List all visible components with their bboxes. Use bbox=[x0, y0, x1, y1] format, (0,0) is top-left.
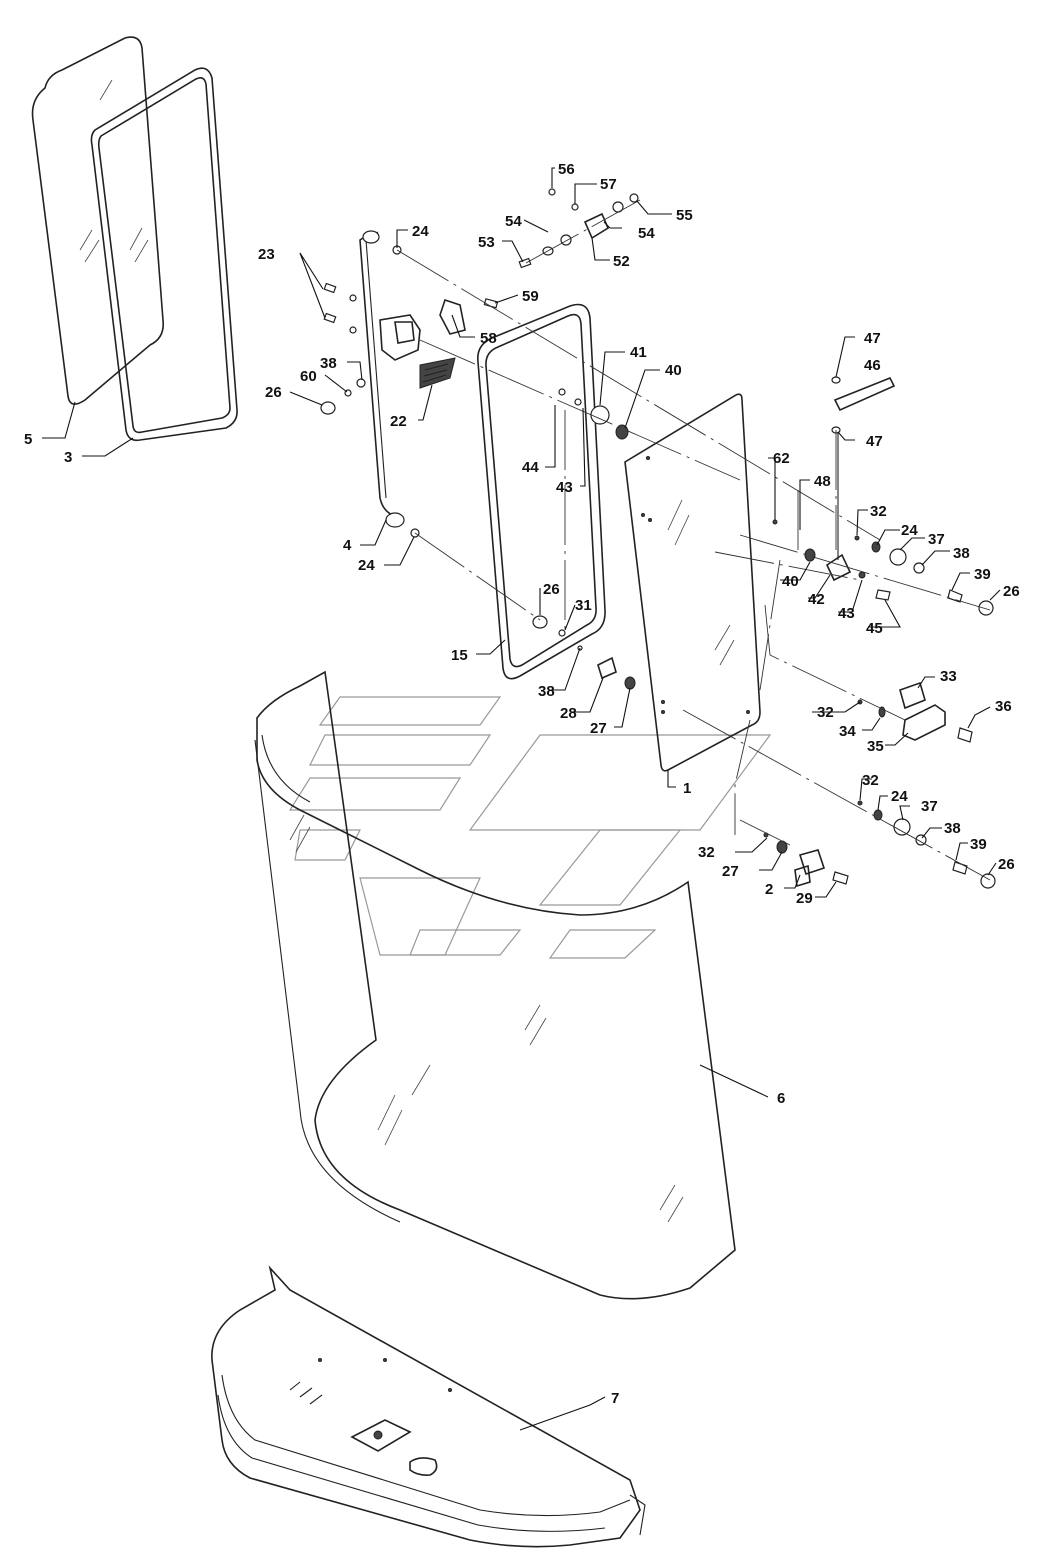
label-62: 62 bbox=[773, 450, 790, 467]
label-55: 55 bbox=[676, 207, 693, 224]
label-42: 42 bbox=[808, 591, 825, 608]
hinge-lower-hardware bbox=[597, 656, 849, 888]
label-38b: 38 bbox=[953, 545, 970, 562]
label-38d: 38 bbox=[944, 820, 961, 837]
label-40a: 40 bbox=[665, 362, 682, 379]
label-43a: 43 bbox=[556, 479, 573, 496]
label-26c: 26 bbox=[543, 581, 560, 598]
label-47a: 47 bbox=[864, 330, 881, 347]
label-37b: 37 bbox=[921, 798, 938, 815]
label-38c: 38 bbox=[538, 683, 555, 700]
label-41: 41 bbox=[630, 344, 647, 361]
label-22: 22 bbox=[390, 413, 407, 430]
label-35: 35 bbox=[867, 738, 884, 755]
label-56: 56 bbox=[558, 161, 575, 178]
label-47b: 47 bbox=[866, 433, 883, 450]
label-5: 5 bbox=[24, 431, 32, 448]
part-6-windshield bbox=[254, 670, 736, 1300]
label-40b: 40 bbox=[782, 573, 799, 590]
label-32c: 32 bbox=[862, 772, 879, 789]
label-34: 34 bbox=[839, 723, 856, 740]
washers-40-41 bbox=[590, 405, 629, 440]
label-6: 6 bbox=[777, 1090, 785, 1107]
part-46-gas-strut bbox=[831, 376, 896, 560]
label-2: 2 bbox=[765, 881, 773, 898]
label-26b: 26 bbox=[1003, 583, 1020, 600]
label-1: 1 bbox=[683, 780, 691, 797]
label-32b: 32 bbox=[817, 704, 834, 721]
right-hardware-lower bbox=[857, 800, 996, 889]
label-29: 29 bbox=[796, 890, 813, 907]
label-24b: 24 bbox=[358, 557, 375, 574]
part-3-seal-frame bbox=[90, 67, 238, 442]
label-3: 3 bbox=[64, 449, 72, 466]
label-43b: 43 bbox=[838, 605, 855, 622]
watermark-logo bbox=[288, 696, 772, 959]
label-4: 4 bbox=[343, 537, 352, 554]
part-7-bottom-panel bbox=[211, 1265, 646, 1548]
hinge-52-assembly bbox=[518, 188, 639, 269]
label-54a: 54 bbox=[505, 213, 522, 230]
part-4-rod bbox=[359, 230, 420, 538]
part-1-door-glass bbox=[624, 393, 761, 772]
label-57: 57 bbox=[600, 176, 617, 193]
label-44: 44 bbox=[522, 459, 539, 476]
label-23: 23 bbox=[258, 246, 275, 263]
label-45: 45 bbox=[866, 620, 883, 637]
label-27a: 27 bbox=[590, 720, 607, 737]
label-24a: 24 bbox=[412, 223, 429, 240]
part-15-door-frame bbox=[476, 303, 606, 680]
label-36: 36 bbox=[995, 698, 1012, 715]
label-32d: 32 bbox=[698, 844, 715, 861]
label-60: 60 bbox=[300, 368, 317, 385]
label-7: 7 bbox=[611, 1390, 619, 1407]
label-31: 31 bbox=[575, 597, 592, 614]
label-37a: 37 bbox=[928, 531, 945, 548]
leader-lines bbox=[42, 167, 1001, 1431]
label-26d: 26 bbox=[998, 856, 1015, 873]
label-24d: 24 bbox=[891, 788, 908, 805]
label-15: 15 bbox=[451, 647, 468, 664]
label-28: 28 bbox=[560, 705, 577, 722]
label-26a: 26 bbox=[265, 384, 282, 401]
label-38a: 38 bbox=[320, 355, 337, 372]
lock-assembly bbox=[320, 282, 499, 415]
label-39a: 39 bbox=[974, 566, 991, 583]
label-39b: 39 bbox=[970, 836, 987, 853]
label-58: 58 bbox=[480, 330, 497, 347]
label-46: 46 bbox=[864, 357, 881, 374]
label-54b: 54 bbox=[638, 225, 655, 242]
label-33: 33 bbox=[940, 668, 957, 685]
part-5-side-glass bbox=[31, 36, 165, 405]
right-hardware-upper bbox=[772, 519, 994, 616]
label-53: 53 bbox=[478, 234, 495, 251]
latch-33-36 bbox=[857, 681, 973, 743]
label-48: 48 bbox=[814, 473, 831, 490]
part-labels: 5 3 4 23 24 24 26 60 38 22 58 59 56 57 5… bbox=[24, 161, 1020, 1407]
label-27b: 27 bbox=[722, 863, 739, 880]
label-59: 59 bbox=[522, 288, 539, 305]
label-52: 52 bbox=[613, 253, 630, 270]
label-24c: 24 bbox=[901, 522, 918, 539]
label-32a: 32 bbox=[870, 503, 887, 520]
